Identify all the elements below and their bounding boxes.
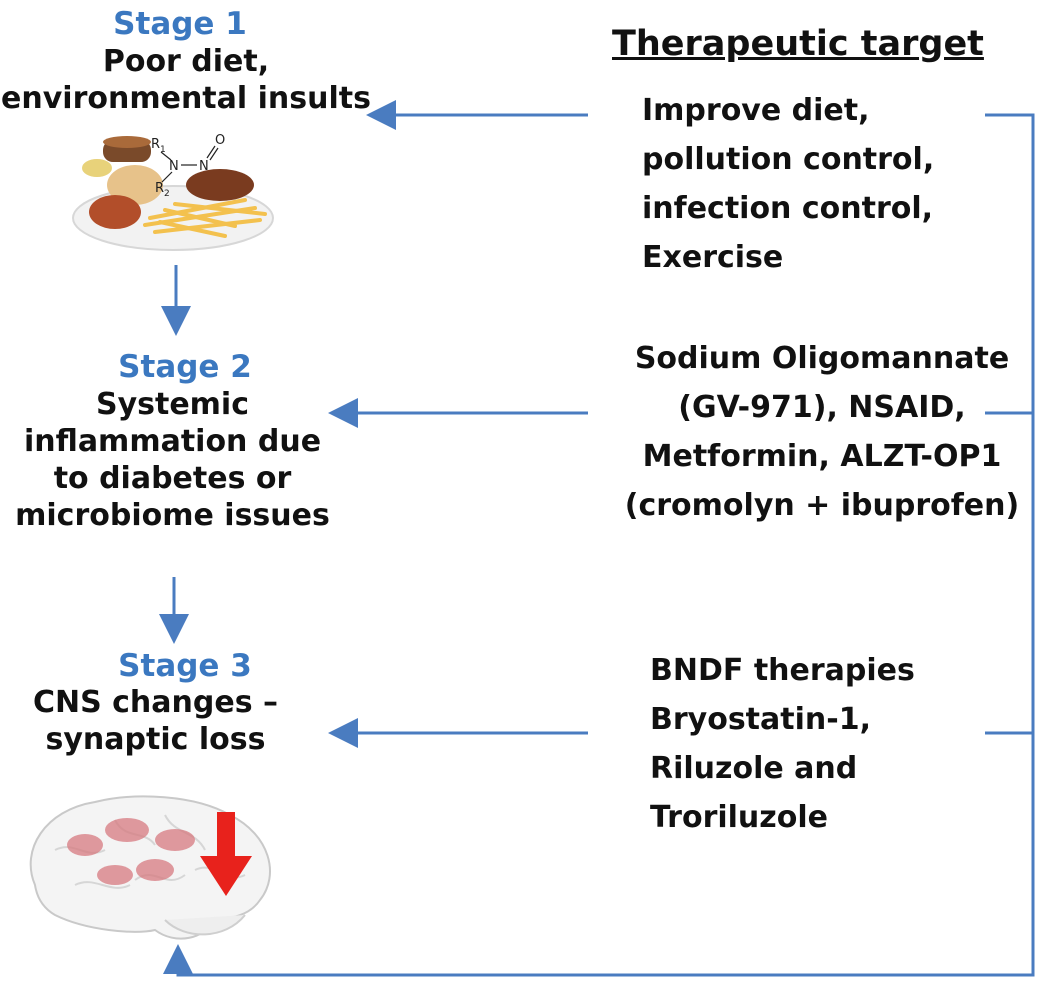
stage-3-line-1: CNS changes – xyxy=(32,685,279,720)
stage-2-line-3: to diabetes or xyxy=(53,461,292,496)
target-3-line-4: Troriluzole xyxy=(650,800,828,835)
stage-3-line-2: synaptic loss xyxy=(45,722,266,757)
chem-n1: N xyxy=(169,159,179,174)
therapeutic-target-header: Therapeutic target xyxy=(612,24,984,64)
stage-2-line-2: inflammation due xyxy=(23,424,322,459)
feedback-bracket xyxy=(163,113,1035,977)
target-1-line-2: pollution control, xyxy=(642,142,935,177)
brain-icon xyxy=(29,795,271,940)
stage-1-line-2: environmental insults xyxy=(1,81,371,116)
chem-o: O xyxy=(215,133,225,148)
stage-2-line-1: Systemic xyxy=(95,387,250,422)
stage-1-text: Poor diet, environmental insults xyxy=(0,43,372,117)
target-3-line-1: BNDF therapies xyxy=(650,653,915,688)
target-3-line-2: Bryostatin-1, xyxy=(650,702,871,737)
target-2-line-1: Sodium Oligomannate xyxy=(634,341,1010,376)
svg-text:2: 2 xyxy=(164,189,170,199)
svg-text:1: 1 xyxy=(160,145,166,155)
stage-2-line-4: microbiome issues xyxy=(15,498,330,533)
chem-n2: N xyxy=(199,159,209,174)
chem-r1: R xyxy=(151,137,160,152)
target-1-line-3: infection control, xyxy=(642,191,934,226)
target-1-line-1: Improve diet, xyxy=(642,93,870,128)
down-arrow-icon xyxy=(200,812,252,896)
target-2-line-4: (cromolyn + ibuprofen) xyxy=(624,488,1020,523)
chem-r2: R xyxy=(155,181,164,196)
food-plate-icon: R 1 N N O R 2 xyxy=(72,133,274,251)
stage-2-text: Systemic inflammation due to diabetes or… xyxy=(15,386,330,534)
target-3-line-3: Riluzole and xyxy=(650,751,858,786)
target-2-text: Sodium Oligomannate (GV-971), NSAID, Met… xyxy=(612,334,1032,530)
stage-1-label: Stage 1 xyxy=(113,6,247,42)
target-1-text: Improve diet, pollution control, infecti… xyxy=(642,86,982,282)
stage-2-label: Stage 2 xyxy=(118,349,252,385)
stage-3-text: CNS changes – synaptic loss xyxy=(18,684,293,758)
stage-3-label: Stage 3 xyxy=(118,648,252,684)
stage-1-line-1: Poor diet, xyxy=(102,44,270,79)
target-1-line-4: Exercise xyxy=(642,240,784,275)
target-2-line-3: Metformin, ALZT-OP1 xyxy=(642,439,1002,474)
target-2-line-2: (GV-971), NSAID, xyxy=(678,390,966,425)
target-3-text: BNDF therapies Bryostatin-1, Riluzole an… xyxy=(650,646,980,842)
